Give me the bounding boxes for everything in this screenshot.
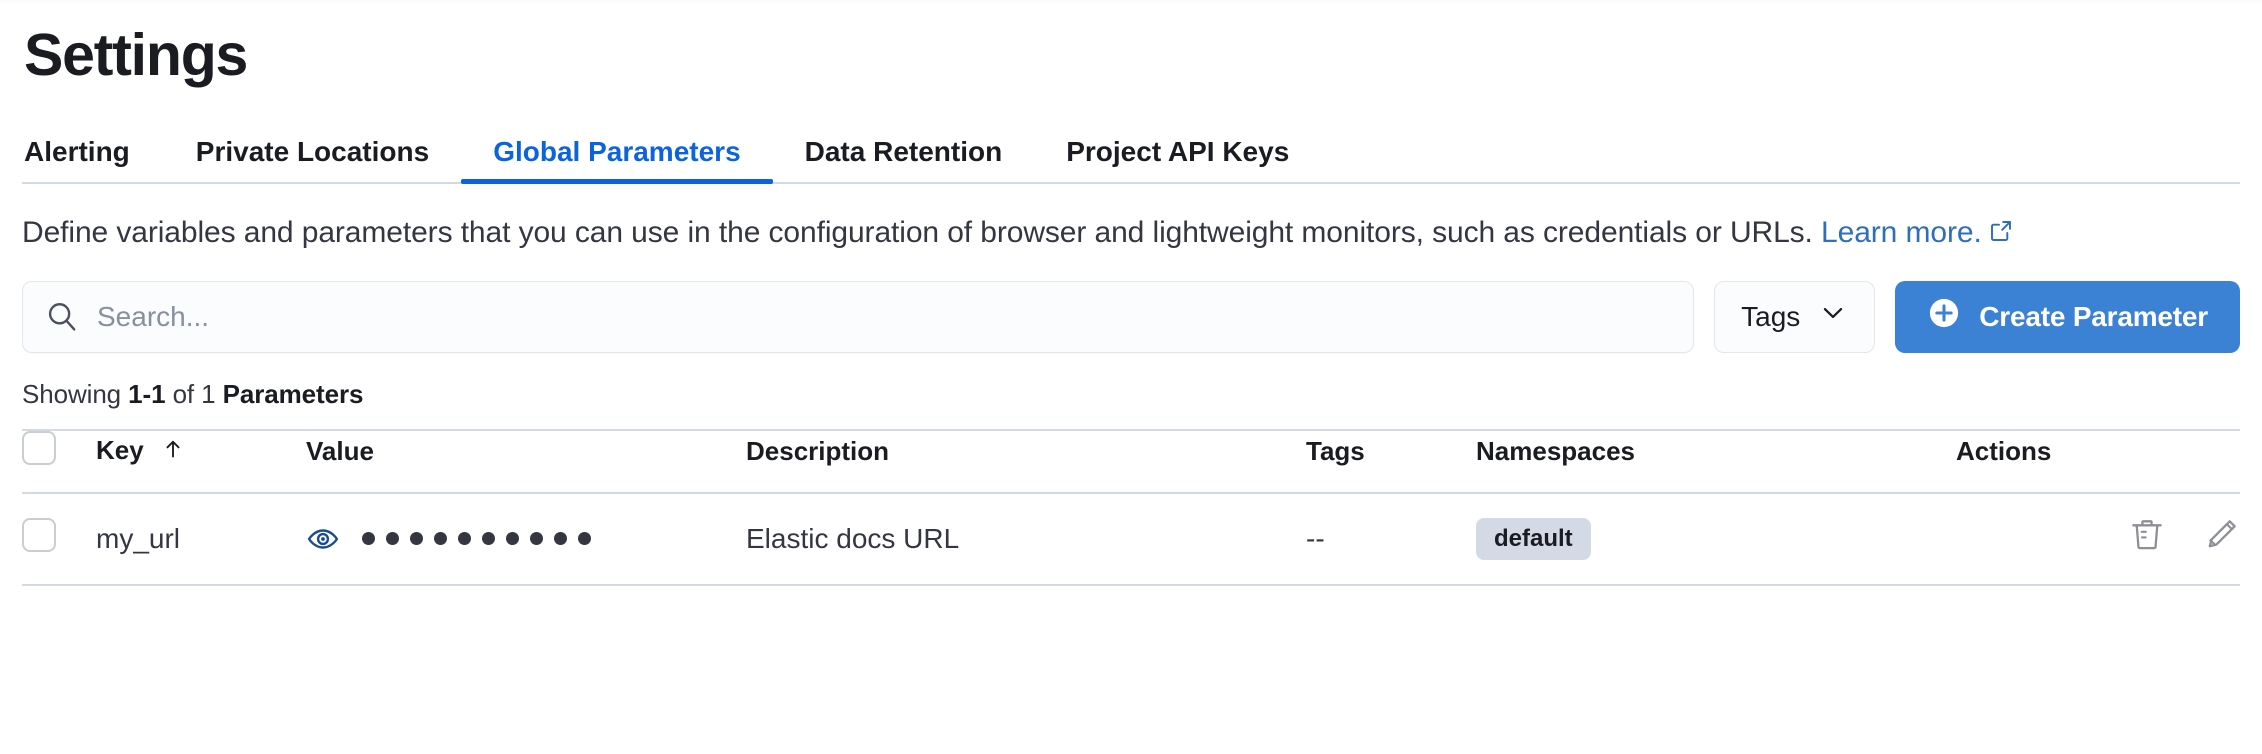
eye-icon[interactable] [306, 522, 340, 556]
row-actions-cell [1956, 492, 2240, 586]
row-key-value: my_url [96, 522, 181, 554]
tab-label: Alerting [24, 136, 130, 167]
page-description: Define variables and parameters that you… [22, 211, 2240, 256]
create-parameter-button[interactable]: Create Parameter [1895, 280, 2240, 353]
tab-label: Data Retention [804, 136, 1003, 167]
column-actions-label: Actions [1956, 435, 2052, 466]
results-range: 1-1 [128, 378, 166, 409]
results-middle: of 1 [165, 378, 223, 409]
column-value: Value [306, 428, 746, 494]
top-divider [0, 0, 2262, 2]
tags-filter-label: Tags [1741, 300, 1801, 332]
masked-dots [362, 532, 591, 545]
column-tags: Tags [1306, 428, 1476, 494]
search-box[interactable] [22, 280, 1695, 353]
tab-private-locations[interactable]: Private Locations [164, 138, 461, 182]
table-row: my_url [22, 492, 2240, 586]
arrow-up-icon [161, 437, 185, 468]
namespace-badge: default [1476, 517, 1591, 560]
tags-filter-button[interactable]: Tags [1714, 280, 1876, 353]
external-link-icon [1989, 212, 2013, 256]
column-namespaces-label: Namespaces [1476, 435, 1635, 466]
search-icon [45, 300, 79, 334]
plus-circle-icon [1927, 296, 1961, 337]
parameters-table: Key Value Description Tags [22, 428, 2240, 586]
select-all-checkbox[interactable] [22, 430, 56, 465]
column-description: Description [746, 428, 1306, 494]
row-key-cell: my_url [96, 492, 306, 586]
results-entity: Parameters [222, 378, 364, 409]
search-input[interactable] [97, 300, 1672, 333]
table-header: Key Value Description Tags [22, 428, 2240, 494]
column-key-label: Key [96, 434, 144, 465]
description-text: Define variables and parameters that you… [22, 216, 1822, 249]
tab-data-retention[interactable]: Data Retention [773, 138, 1035, 182]
column-description-label: Description [746, 435, 890, 466]
row-value-cell [306, 492, 746, 586]
row-description-value: Elastic docs URL [746, 522, 960, 554]
masked-value [306, 522, 746, 556]
column-value-label: Value [306, 435, 374, 466]
results-count: Showing 1-1 of 1 Parameters [22, 379, 2240, 410]
tab-global-parameters[interactable]: Global Parameters [461, 136, 774, 184]
table-header-row: Key Value Description Tags [22, 428, 2240, 494]
column-namespaces: Namespaces [1476, 428, 1956, 494]
learn-more-label: Learn more. [1821, 216, 1982, 249]
tab-label: Private Locations [195, 136, 430, 167]
column-tags-label: Tags [1306, 435, 1365, 466]
learn-more-link[interactable]: Learn more. [1821, 216, 1982, 249]
pencil-icon[interactable] [2202, 516, 2240, 554]
row-tags-cell: -- [1306, 492, 1476, 586]
settings-tabs: Alerting Private Locations Global Parame… [22, 126, 2240, 184]
page-title: Settings [24, 22, 248, 88]
column-actions: Actions [1956, 428, 2240, 494]
controls-row: Tags Create Parameter [22, 280, 2240, 353]
tab-label: Global Parameters [493, 136, 741, 167]
tab-alerting[interactable]: Alerting [22, 138, 164, 182]
chevron-down-icon [1818, 298, 1848, 335]
create-parameter-label: Create Parameter [1979, 300, 2208, 332]
row-select-cell [22, 492, 96, 586]
trash-icon[interactable] [2128, 516, 2166, 554]
row-checkbox[interactable] [22, 518, 56, 552]
row-description-cell: Elastic docs URL [746, 492, 1306, 586]
column-select-all [22, 428, 96, 494]
row-tags-value: -- [1306, 522, 1325, 554]
row-actions [2128, 516, 2240, 554]
column-key[interactable]: Key [96, 428, 306, 494]
table-body: my_url [22, 492, 2240, 586]
results-prefix: Showing [22, 378, 129, 409]
tab-label: Project API Keys [1066, 136, 1290, 167]
tab-project-api-keys[interactable]: Project API Keys [1034, 138, 1321, 182]
row-namespaces-cell: default [1476, 492, 1956, 586]
